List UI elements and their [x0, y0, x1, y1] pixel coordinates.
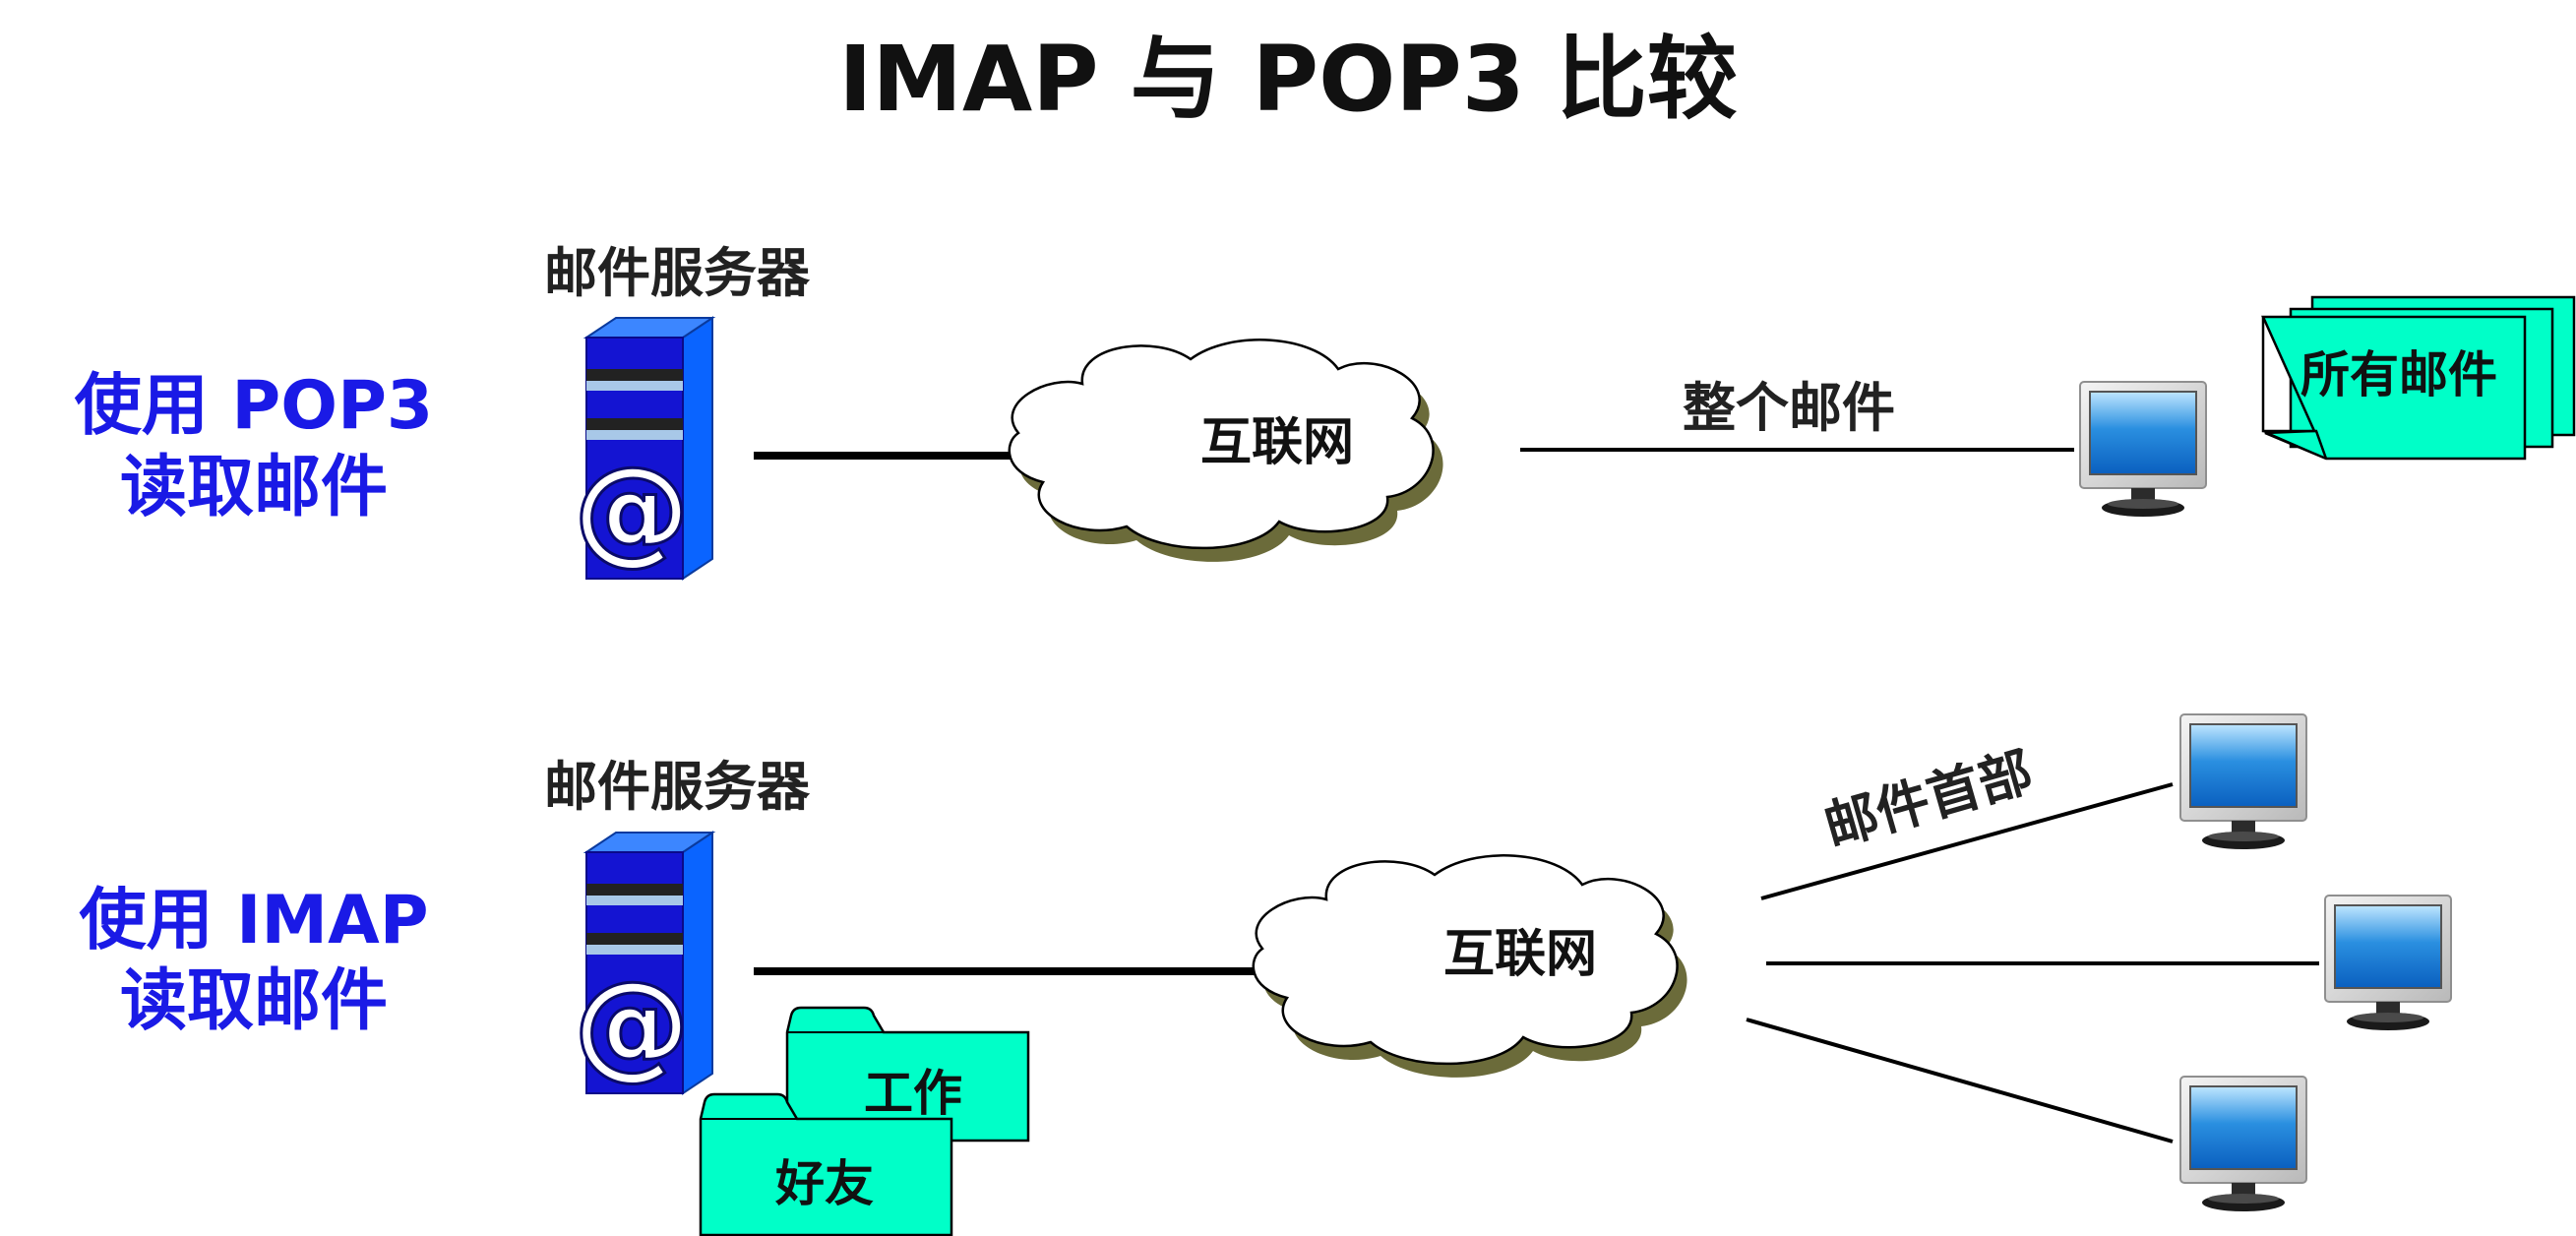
folder-icon-friends: 好友: [699, 1092, 953, 1236]
folder-label-work: 工作: [864, 1065, 962, 1122]
imap-label-line1: 使用 IMAP: [79, 882, 428, 959]
imap-link-bottom: [1746, 1018, 2174, 1143]
pop3-section: 使用 POP3 读取邮件 邮件服务器 @ 互联网 整个邮件 所有邮件: [75, 242, 2576, 580]
folder-label-friends: 好友: [774, 1155, 874, 1212]
at-icon: @: [574, 441, 690, 577]
monitor-icon: [2179, 713, 2307, 850]
imap-label-line2: 读取邮件: [120, 962, 388, 1040]
mail-server-icon: @: [573, 832, 713, 1094]
imap-server-label: 邮件服务器: [544, 756, 811, 818]
monitor-icon: [2179, 1076, 2307, 1212]
pop3-label-line1: 使用 POP3: [75, 367, 433, 445]
monitor-icon: [2324, 895, 2452, 1031]
at-icon: @: [574, 956, 690, 1091]
monitor-icon: [2079, 381, 2207, 518]
pop3-label-line2: 读取邮件: [120, 449, 388, 526]
imap-link-top: [1760, 782, 2174, 900]
pop3-internet-label: 互联网: [1200, 413, 1354, 472]
document-stack-icon: [2261, 295, 2576, 461]
imap-section: 使用 IMAP 读取邮件 邮件服务器 @ 工作 好友 互联网 邮件首部: [79, 713, 2452, 1236]
imap-link-label: 邮件首部: [1817, 740, 2039, 858]
folder-icon-work: 工作: [785, 1006, 1030, 1143]
page-title: IMAP 与 POP3 比较: [838, 27, 1738, 132]
mail-stack-label: 所有邮件: [2300, 346, 2497, 403]
pop3-link-label: 整个邮件: [1683, 377, 1895, 439]
mail-server-icon: @: [573, 317, 713, 580]
imap-internet-label: 互联网: [1443, 925, 1597, 984]
pop3-server-label: 邮件服务器: [544, 242, 811, 304]
